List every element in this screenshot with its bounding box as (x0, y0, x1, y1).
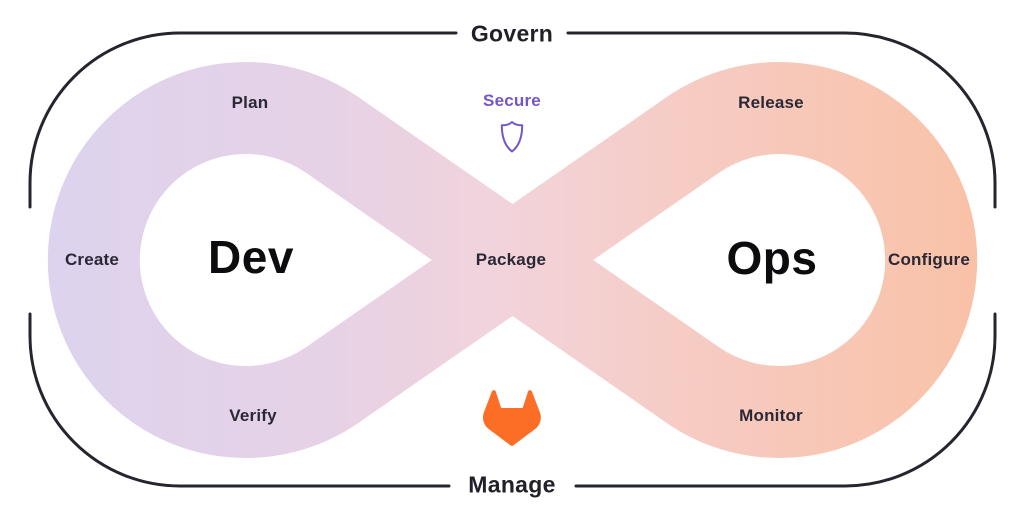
outer-border (28, 31, 997, 488)
stage-verify: Verify (229, 406, 277, 425)
stage-release: Release (738, 93, 804, 112)
label-manage: Manage (468, 471, 556, 498)
outer-border-top-left (28, 31, 458, 209)
stage-monitor: Monitor (739, 406, 803, 425)
label-package: Package (475, 250, 547, 269)
gitlab-tanuki-icon (483, 390, 541, 446)
loop-title-ops: Ops (726, 232, 818, 284)
label-secure: Secure (483, 91, 541, 110)
shield-icon (497, 120, 527, 154)
stage-configure: Configure (887, 250, 971, 269)
stage-create: Create (64, 250, 120, 269)
stage-plan: Plan (231, 93, 269, 112)
loop-title-dev: Dev (208, 231, 294, 283)
infinity-ribbon (47, 62, 978, 458)
outer-border-top-right (566, 31, 997, 209)
label-govern: Govern (470, 20, 554, 47)
outer-border-bottom-right (574, 312, 997, 488)
outer-border-bottom-left (28, 312, 451, 488)
